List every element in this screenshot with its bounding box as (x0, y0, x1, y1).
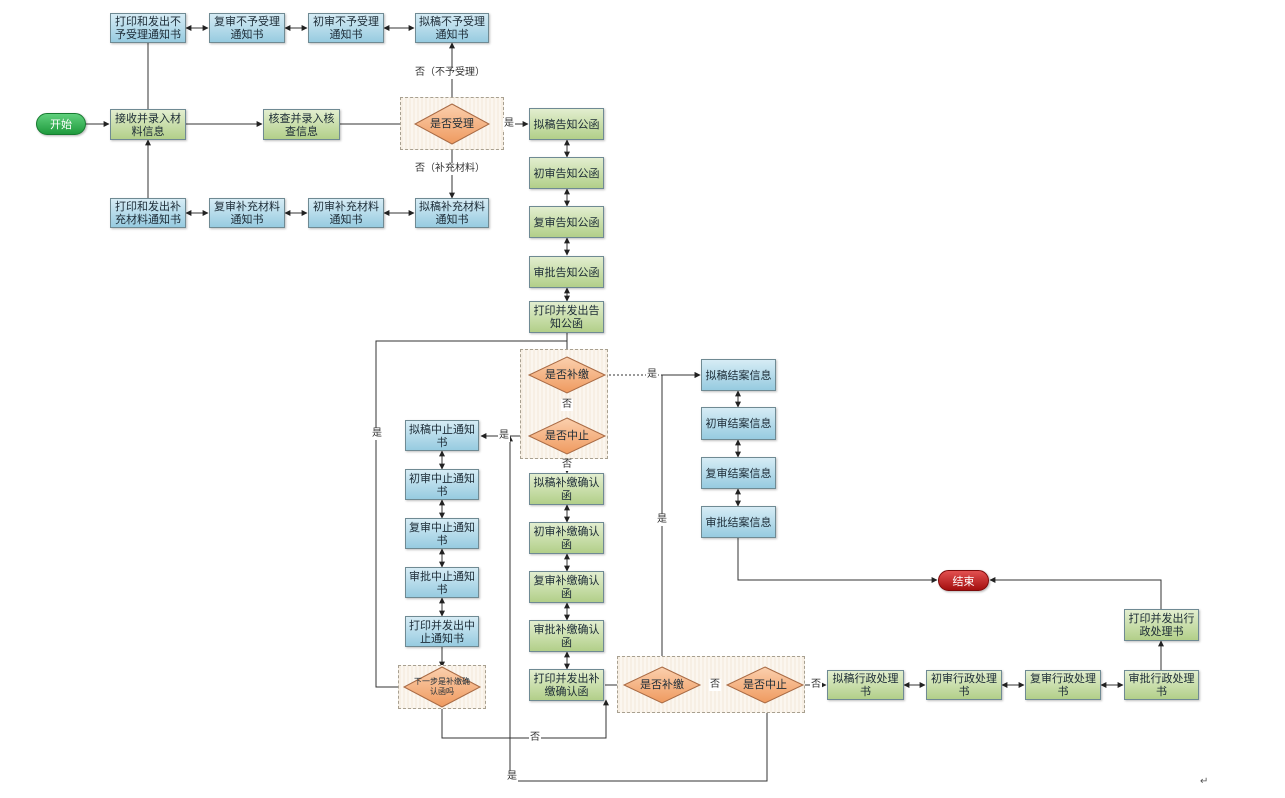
return-mark-icon: ↵ (1200, 776, 1209, 787)
node-print-admin-decision[interactable]: 打印并发出行政处理书 (1124, 609, 1199, 641)
node-print-supp-notice[interactable]: 打印和发出补充材料通知书 (110, 198, 186, 228)
node-approve-notice-letter[interactable]: 审批告知公函 (529, 256, 604, 288)
diamond-stop-2 (725, 666, 805, 704)
edge-label-stop2-yes: 是 (506, 771, 518, 783)
label-pay-question: 是否补缴 (545, 368, 589, 381)
label-pay-question-2: 是否补缴 (640, 678, 684, 691)
node-check-info[interactable]: 核查并录入核查信息 (263, 109, 340, 140)
diamond-pay-2 (622, 666, 702, 704)
edge-stopq2-yes (507, 435, 768, 782)
node-review1-stop-notice[interactable]: 初审中止通知书 (405, 469, 479, 500)
edge-label-pay-no: 否 (561, 399, 573, 411)
edge-label-accept-yes: 是 (503, 118, 515, 130)
node-review2-reject-notice[interactable]: 复审不予受理通知书 (209, 13, 285, 43)
edge-adminprint-end (989, 577, 1162, 609)
node-print-notice-letter[interactable]: 打印并发出告知公函 (529, 301, 604, 333)
diamond-accept (413, 103, 491, 145)
node-review1-pay-confirm[interactable]: 初审补缴确认函 (529, 522, 604, 554)
edge-cc-end (737, 538, 938, 583)
end-terminal[interactable]: 结束 (938, 570, 989, 591)
diamond-next-confirm (402, 666, 482, 708)
node-receive-materials[interactable]: 接收并录入材料信息 (110, 109, 186, 140)
node-review1-reject-notice[interactable]: 初审不予受理通知书 (308, 13, 384, 43)
node-print-reject-notice[interactable]: 打印和发出不予受理通知书 (110, 13, 186, 43)
edge-label-next-no: 否 (529, 732, 541, 744)
node-draft-admin-decision[interactable]: 拟稿行政处理书 (827, 670, 904, 700)
edge-label-loop-yes: 是 (371, 428, 383, 440)
node-approve-close-case[interactable]: 审批结案信息 (701, 506, 776, 538)
node-review2-notice-letter[interactable]: 复审告知公函 (529, 206, 604, 238)
diamond-stop (527, 417, 607, 455)
node-review1-close-case[interactable]: 初审结案信息 (701, 407, 776, 440)
label-stop-question: 是否中止 (545, 429, 589, 442)
edge-label-no-supp: 否（补充材料） (414, 163, 486, 175)
node-print-pay-confirm[interactable]: 打印并发出补缴确认函 (529, 669, 604, 701)
node-draft-supp-notice[interactable]: 拟稿补充材料通知书 (415, 198, 489, 228)
edge-label-stop-yes: 是 (498, 430, 510, 442)
node-draft-close-case[interactable]: 拟稿结案信息 (701, 359, 776, 391)
label-stop-question-2: 是否中止 (743, 678, 787, 691)
node-draft-notice-letter[interactable]: 拟稿告知公函 (529, 108, 604, 140)
node-approve-pay-confirm[interactable]: 审批补缴确认函 (529, 620, 604, 652)
node-approve-admin-decision[interactable]: 审批行政处理书 (1124, 670, 1199, 700)
node-print-stop-notice[interactable]: 打印并发出中止通知书 (405, 616, 479, 647)
node-review1-admin-decision[interactable]: 初审行政处理书 (926, 670, 1002, 700)
edge-next-no (441, 699, 609, 739)
node-approve-stop-notice[interactable]: 审批中止通知书 (405, 567, 479, 598)
start-terminal[interactable]: 开始 (36, 113, 86, 135)
node-review1-notice-letter[interactable]: 初审告知公函 (529, 157, 604, 189)
node-review2-admin-decision[interactable]: 复审行政处理书 (1025, 670, 1101, 700)
edge-payq2-yes (661, 372, 701, 667)
label-accept-question: 是否受理 (430, 117, 474, 130)
edge-label-no-reject: 否（不予受理） (414, 67, 486, 79)
edge-label-pay2-no: 否 (709, 679, 721, 691)
node-draft-reject-notice[interactable]: 拟稿不予受理通知书 (415, 13, 489, 43)
node-draft-stop-notice[interactable]: 拟稿中止通知书 (405, 420, 479, 451)
edge-label-pay2-yes: 是 (656, 514, 668, 526)
node-review2-pay-confirm[interactable]: 复审补缴确认函 (529, 571, 604, 603)
edge-label-stop2-no: 否 (810, 679, 822, 691)
node-review1-supp-notice[interactable]: 初审补充材料通知书 (308, 198, 384, 228)
node-draft-pay-confirm[interactable]: 拟稿补缴确认函 (529, 473, 604, 505)
edge-label-stop-no: 否 (561, 459, 573, 471)
label-next-confirm-question: 下一步是补缴确认函吗 (414, 677, 470, 696)
edge-label-pay-yes: 是 (646, 369, 658, 381)
edge-next-yes (375, 340, 567, 688)
diamond-pay (527, 356, 607, 394)
node-review2-supp-notice[interactable]: 复审补充材料通知书 (209, 198, 285, 228)
node-review2-stop-notice[interactable]: 复审中止通知书 (405, 518, 479, 549)
node-review2-close-case[interactable]: 复审结案信息 (701, 457, 776, 489)
